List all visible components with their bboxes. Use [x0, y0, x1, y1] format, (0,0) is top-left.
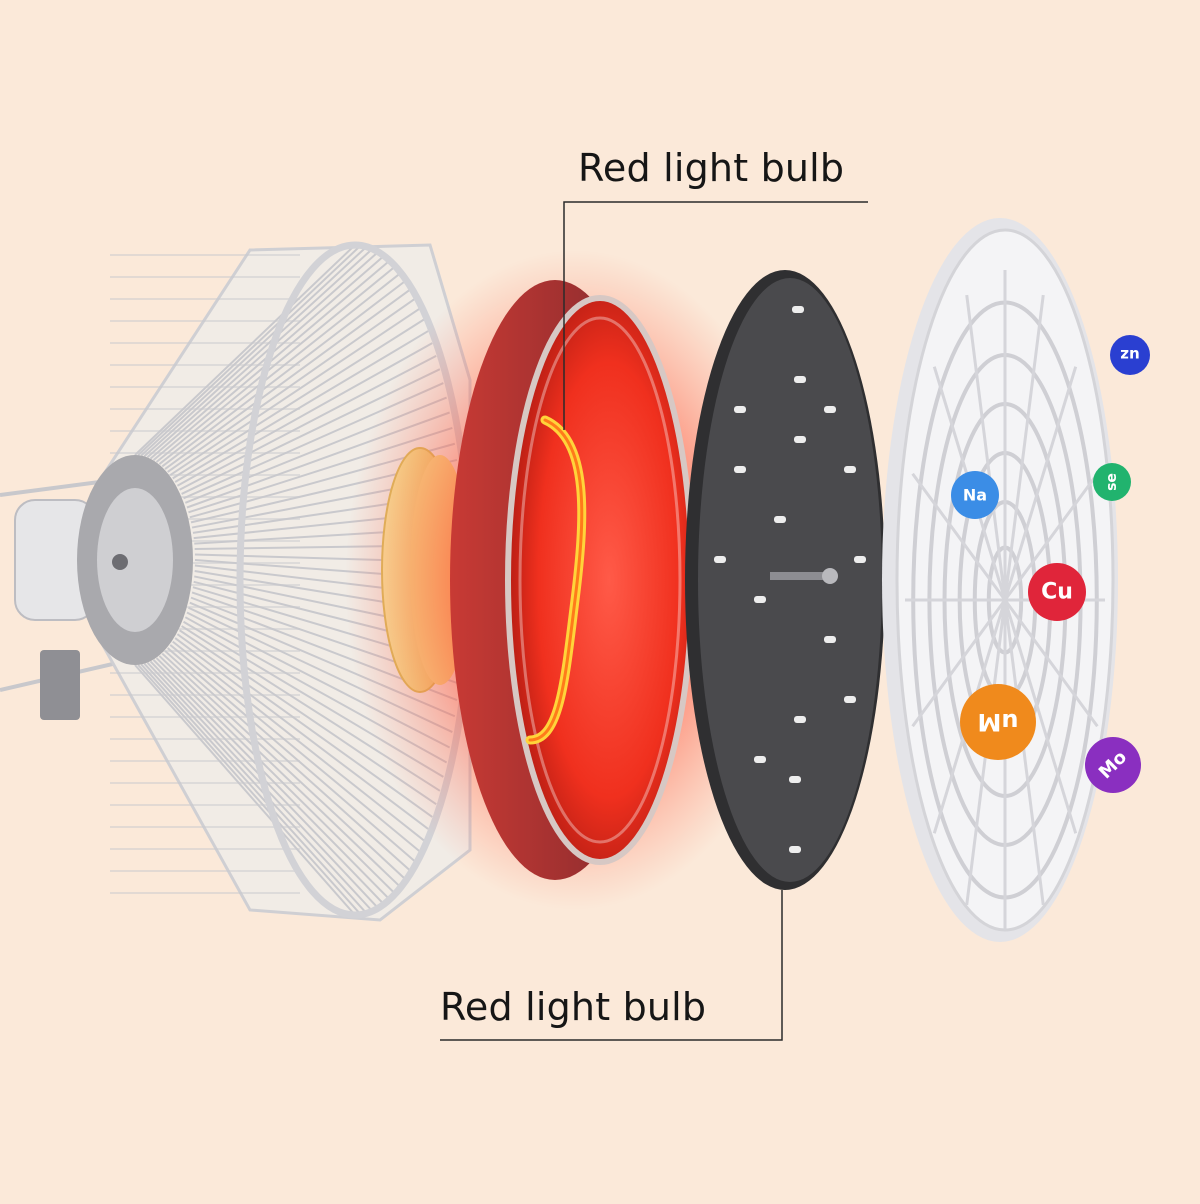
callout-label-bottom: Red light bulb	[440, 985, 707, 1029]
badge-zn-circle	[1110, 335, 1150, 375]
badge-na: Na	[951, 471, 999, 519]
badge-mn: uM	[960, 684, 1036, 760]
red-light-bulb	[345, 250, 805, 910]
badge-se: se	[1093, 463, 1131, 501]
badge-cu-circle	[1028, 563, 1086, 621]
badge-na-circle	[951, 471, 999, 519]
badge-mn-label: uM	[978, 708, 1019, 736]
badge-se-circle	[1093, 463, 1131, 501]
leader-lines	[440, 201, 868, 1041]
badge-na-label: Na	[963, 486, 987, 505]
badge-mo: Mo	[1085, 737, 1141, 793]
badge-mn-circle	[960, 684, 1036, 760]
wire-cage	[0, 241, 474, 922]
reflector-disc	[685, 270, 885, 890]
badge-se-label: se	[1104, 473, 1120, 491]
badge-mo-circle	[1085, 737, 1141, 793]
callout-label-top: Red light bulb	[578, 146, 845, 190]
badge-zn: uz	[1110, 335, 1150, 375]
badge-cu-label: Cu	[1041, 580, 1073, 605]
leader-line-bottom	[440, 890, 783, 1041]
leader-line-top	[563, 201, 868, 430]
mount-clip	[40, 650, 80, 720]
badge-zn-label: uz	[1120, 346, 1140, 364]
badge-cu: Cu	[1028, 563, 1086, 621]
